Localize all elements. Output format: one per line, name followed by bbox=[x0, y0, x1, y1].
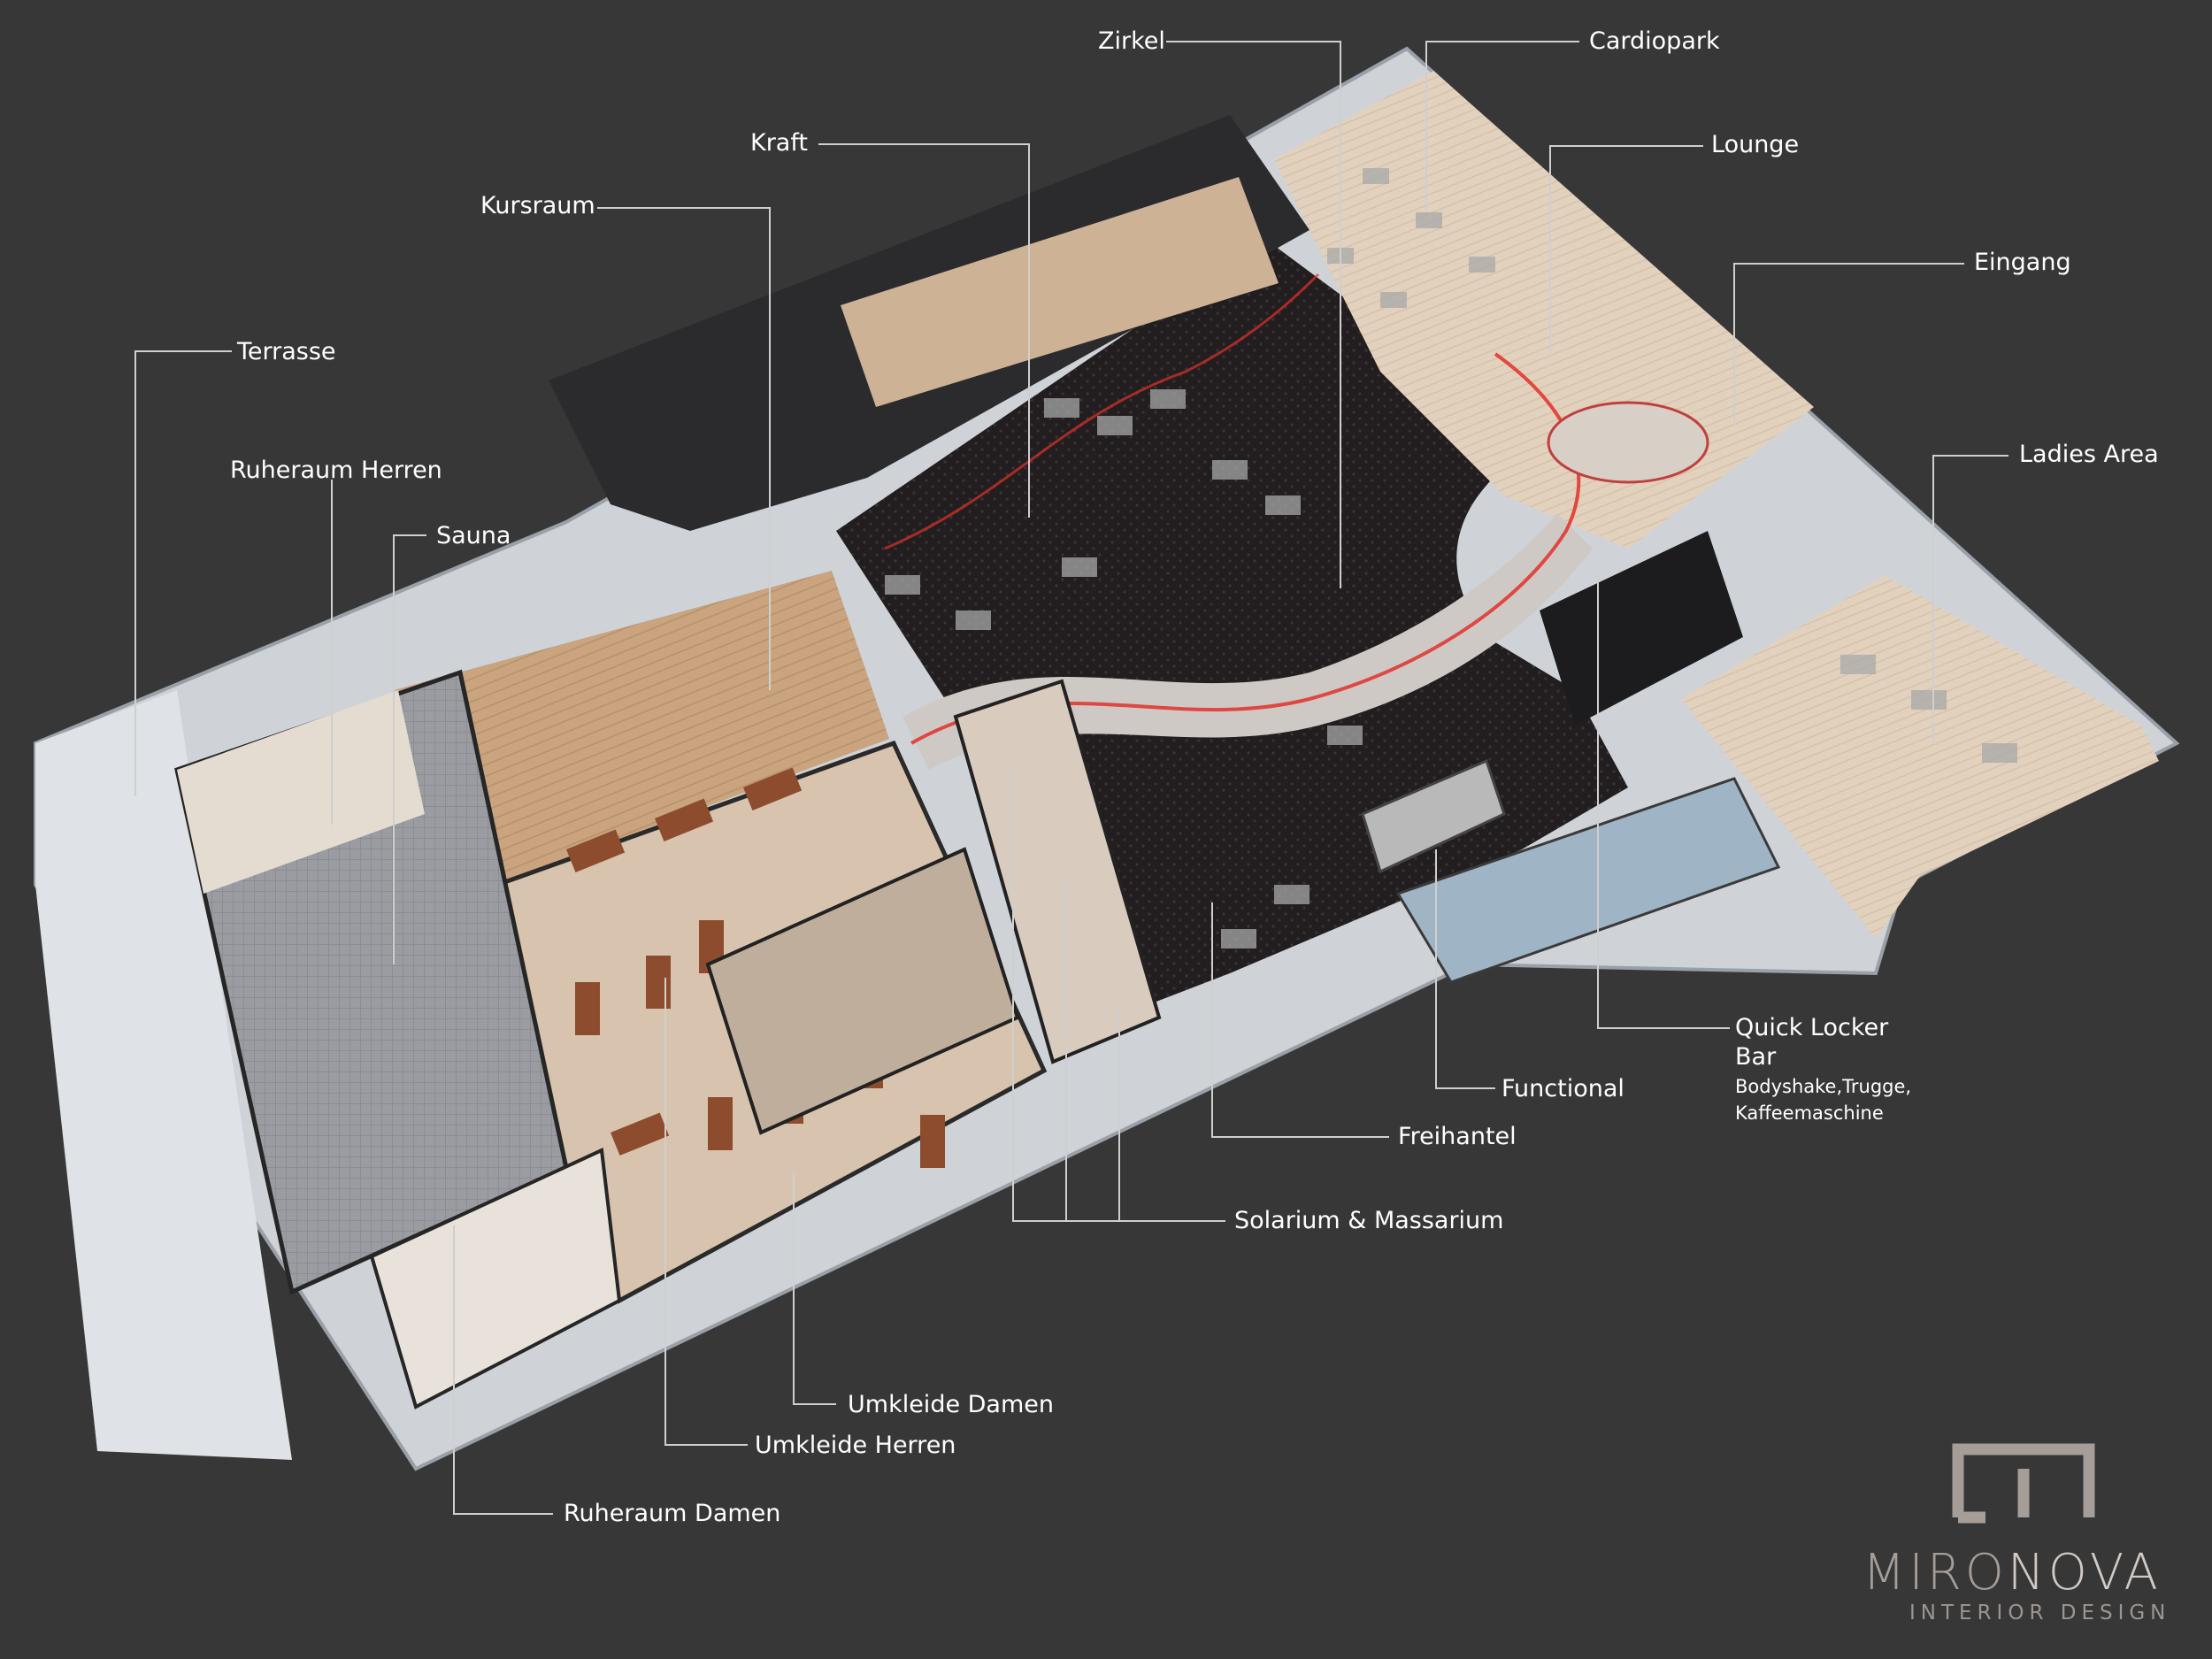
label-umkleide-damen: Umkleide Damen bbox=[848, 1391, 1055, 1418]
red-path-line-2 bbox=[884, 273, 1320, 550]
ruheraum-herren-room bbox=[177, 690, 425, 894]
terrace-area bbox=[35, 690, 292, 1460]
label-kursraum: Kursraum bbox=[480, 192, 595, 219]
label-lounge: Lounge bbox=[1711, 131, 1800, 158]
leader-ladies bbox=[1932, 455, 2008, 743]
leader-quick-locker bbox=[1597, 575, 1730, 1029]
ruheraum-damen-room bbox=[369, 1148, 622, 1409]
label-quick-locker: Quick Locker bbox=[1735, 1014, 1889, 1041]
leader-ruheraum-damen bbox=[453, 1225, 553, 1515]
label-bar: Bar bbox=[1735, 1043, 1777, 1071]
kursraum-floor bbox=[394, 571, 889, 898]
leader-solarium bbox=[1012, 761, 1225, 1222]
leader-umkleide-herren bbox=[664, 978, 748, 1446]
lounge-counter bbox=[1547, 401, 1709, 484]
walkway bbox=[902, 513, 1593, 770]
ladies-area-floor bbox=[1681, 575, 2159, 938]
label-ruheraum-damen: Ruheraum Damen bbox=[564, 1500, 781, 1527]
label-cardiopark: Cardiopark bbox=[1589, 27, 1720, 55]
bar-wall bbox=[1540, 531, 1743, 726]
label-sauna: Sauna bbox=[436, 522, 511, 549]
label-ruheraum-herren: Ruheraum Herren bbox=[230, 457, 442, 484]
leader-cardiopark bbox=[1425, 41, 1579, 212]
gym-equipment bbox=[885, 168, 2017, 949]
solarium-block bbox=[953, 679, 1162, 1064]
brand-name: MIRONOVA bbox=[1863, 1544, 2162, 1601]
wc-block bbox=[705, 847, 1020, 1135]
leader-terrasse bbox=[134, 350, 232, 796]
mironova-m-logo-icon bbox=[1952, 1443, 2095, 1524]
leader-eingang bbox=[1733, 263, 1964, 425]
leader-freihantel bbox=[1211, 902, 1389, 1138]
brand-name-part1: MIRO bbox=[1863, 1544, 2008, 1601]
label-terrasse: Terrasse bbox=[237, 338, 336, 365]
leader-zirkel bbox=[1166, 41, 1341, 588]
label-solarium-massarium: Solarium & Massarium bbox=[1234, 1207, 1504, 1234]
kraft-wood-strip bbox=[841, 177, 1279, 407]
label-eingang: Eingang bbox=[1974, 249, 2071, 276]
leader-kraft bbox=[818, 143, 1030, 518]
label-kraft: Kraft bbox=[750, 129, 808, 157]
leader-lounge bbox=[1549, 145, 1703, 354]
label-functional: Functional bbox=[1502, 1075, 1624, 1102]
functional-rig bbox=[1361, 758, 1506, 874]
quick-locker-block bbox=[1395, 777, 1781, 984]
leader-umkleide-damen bbox=[793, 1172, 836, 1405]
label-umkleide-herren: Umkleide Herren bbox=[755, 1432, 956, 1459]
leader-lines bbox=[134, 41, 2008, 1515]
leader-functional bbox=[1435, 849, 1495, 1089]
label-bar-detail-2: Kaffeemaschine bbox=[1735, 1102, 1884, 1124]
label-ladies-area: Ladies Area bbox=[2019, 441, 2159, 468]
label-freihantel: Freihantel bbox=[1398, 1123, 1517, 1150]
leader-sauna bbox=[393, 534, 426, 964]
leader-kursraum bbox=[597, 207, 771, 690]
brand-tagline: INTERIOR DESIGN bbox=[1909, 1601, 2171, 1624]
label-zirkel: Zirkel bbox=[1098, 27, 1165, 55]
label-bar-detail-1: Bodyshake,Trugge, bbox=[1735, 1076, 1912, 1097]
brand-name-part2: NOVA bbox=[2007, 1544, 2162, 1601]
